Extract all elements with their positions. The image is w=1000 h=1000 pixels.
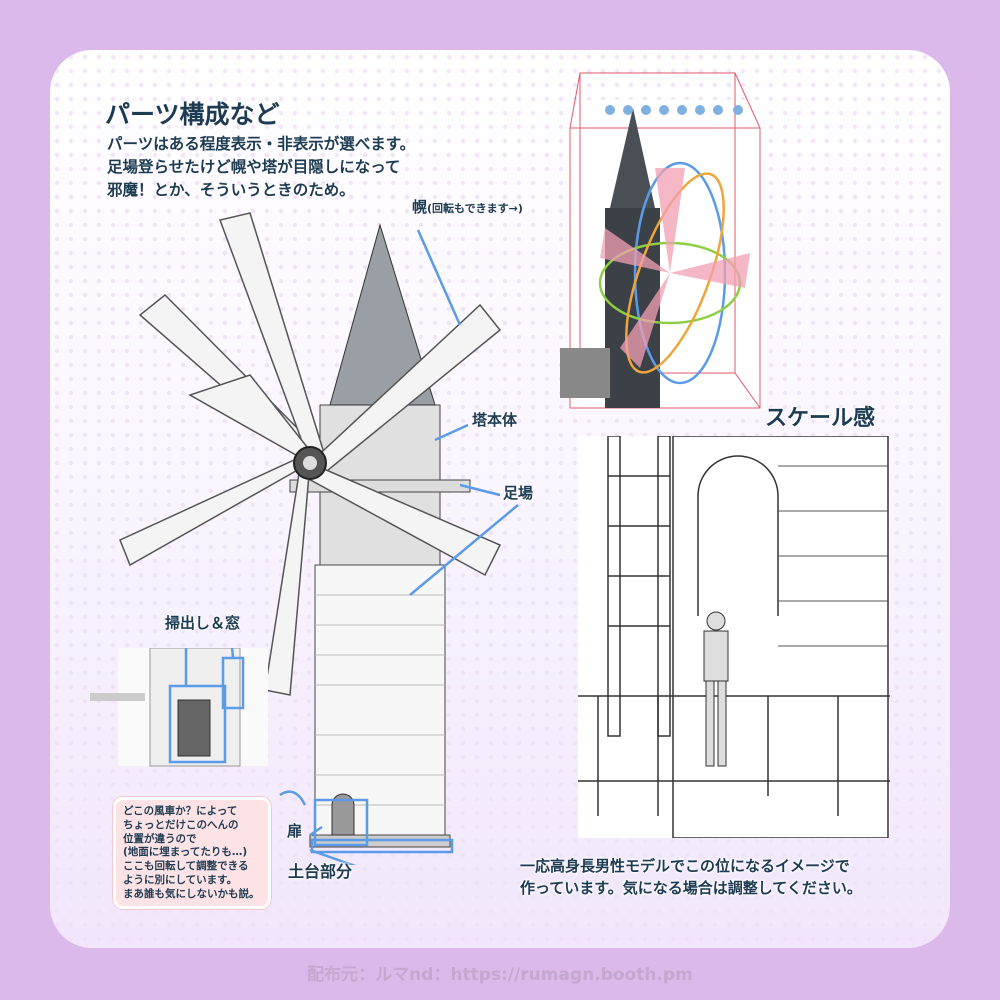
label-window: 掃出し＆窓: [165, 614, 241, 632]
intro-line: パーツはある程度表示・非表示が選べます。: [107, 135, 416, 153]
note-line: まあ誰も気にしないかも説。: [123, 887, 260, 900]
label-scaffold: 足場: [503, 484, 534, 502]
note-line: 位置が違うので: [123, 832, 197, 845]
label-sail: 幌(回転もできます→): [412, 196, 523, 217]
caption-line: 一応高身長男性モデルでこの位になるイメージで: [520, 857, 850, 875]
note-box: どこの風車か？によって ちょっとだけこのへんの 位置が違うので (地面に埋まって…: [113, 797, 271, 909]
label-tower-body: 塔本体: [472, 411, 518, 429]
scale-caption: 一応高身長男性モデルでこの位になるイメージで 作っています。気になる場合は調整し…: [520, 855, 862, 899]
windmill-illustration: [119, 212, 519, 865]
intro-text: パーツはある程度表示・非表示が選べます。 足場登らせたけど幌や塔が目隠しになって…: [107, 133, 415, 202]
viewport-screenshot: [560, 72, 766, 410]
note-line: どこの風車か？によって: [123, 805, 238, 817]
caption-line: 作っています。気になる場合は調整してください。: [520, 879, 862, 897]
note-line: ここも回転して調整できる: [123, 860, 249, 873]
label-door: 扉: [287, 822, 303, 840]
label-sail-note: (回転もできます→): [427, 202, 523, 215]
label-base: 土台部分: [288, 862, 353, 881]
window-inset-image: [90, 648, 268, 767]
note-line: (地面に埋まってたりも…): [123, 846, 248, 859]
intro-line: 邪魔！とか、そういうときのため。: [107, 181, 355, 199]
page-title: パーツ構成など: [105, 100, 280, 129]
footer-credit: 配布元：ルマnd：https://rumagn.booth.pm: [307, 965, 693, 985]
scale-scene-image: [578, 436, 890, 838]
label-sail-text: 幌: [412, 198, 428, 216]
note-line: ちょっとだけこのへんの: [123, 818, 239, 831]
note-line: ように別にしています。: [123, 873, 238, 886]
scale-heading: スケール感: [765, 406, 876, 431]
intro-line: 足場登らせたけど幌や塔が目隠しになって: [107, 158, 401, 176]
